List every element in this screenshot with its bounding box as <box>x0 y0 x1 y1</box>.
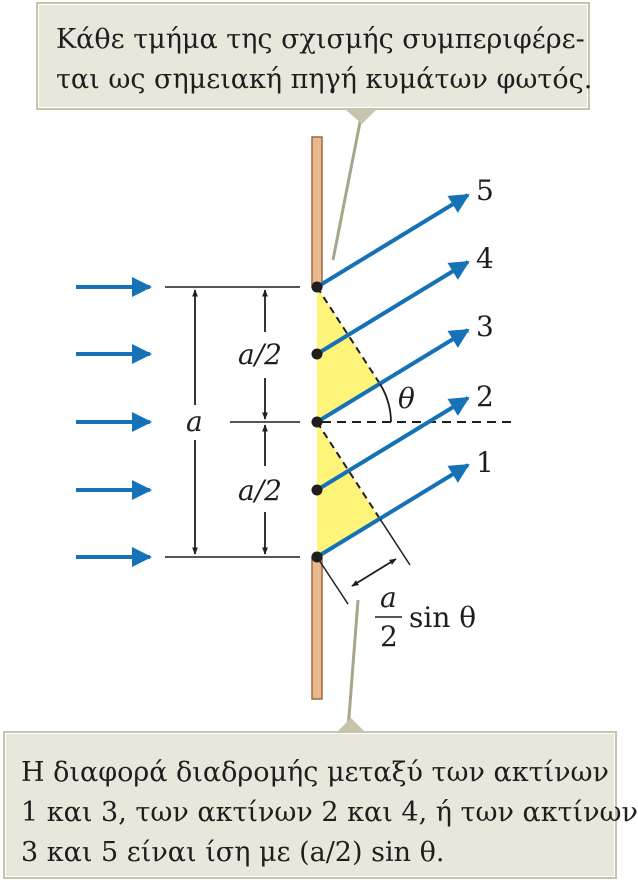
lower-path-triangle <box>317 422 380 557</box>
half-width-label-upper-text: a/2 <box>238 338 282 371</box>
path-diff-func-text: sin θ <box>409 601 476 634</box>
path-diff-numerator: a <box>380 581 397 614</box>
source-point-3 <box>311 416 323 428</box>
angle-label: θ <box>398 382 415 415</box>
bottom-callout-line-1: Η διαφορά διαδρομής μεταξύ των ακτίνων <box>21 757 609 788</box>
ray-label-4: 4 <box>476 242 494 275</box>
half-width-label-lower-text: a/2 <box>238 474 282 507</box>
source-point-5 <box>311 281 323 293</box>
ray-label-5: 5 <box>476 174 494 207</box>
top-callout-line-1: Κάθε τμήμα της σχισμής συμπεριφέρε- <box>56 24 585 55</box>
bottom-callout-tab <box>336 718 366 733</box>
ray-label-1: 1 <box>476 446 494 479</box>
top-callout-line-2: ται ως σημειακή πηγή κυμάτων φωτός. <box>56 64 593 95</box>
top-callout-pointer <box>331 111 364 261</box>
top-callout: Κάθε τμήμα της σχισμής συμπεριφέρε- ται … <box>36 2 593 110</box>
lower-wavefront-dashed <box>316 421 381 520</box>
source-point-4 <box>311 348 323 360</box>
slit-wall-lower <box>311 556 323 700</box>
half-width-label-lower: a/2 <box>238 474 282 507</box>
upper-wavefront-dashed <box>316 286 381 385</box>
half-width-label-upper: a/2 <box>238 338 282 371</box>
ray-5 <box>315 193 470 289</box>
ray-4 <box>315 260 470 356</box>
bottom-callout: Η διαφορά διαδρομής μεταξύ των ακτίνων 1… <box>3 731 638 879</box>
path-diff-denominator: 2 <box>380 620 398 653</box>
source-point-2 <box>311 484 323 496</box>
path-diff-func: sin θ <box>409 601 476 634</box>
path-diff-ext-upper <box>379 518 411 566</box>
ray-label-3: 3 <box>476 310 494 343</box>
bottom-callout-line-3: 3 και 5 είναι ίση με (a/2) sin θ. <box>21 837 445 868</box>
ray-2 <box>315 396 470 492</box>
path-diff-arrow <box>351 558 397 587</box>
ray-1 <box>315 463 470 559</box>
bottom-callout-line-2: 1 και 3, των ακτίνων 2 και 4, ή των ακτί… <box>21 797 638 828</box>
upper-path-triangle <box>317 287 380 422</box>
width-label: a <box>186 405 203 438</box>
path-diff-ext-lower <box>316 556 349 605</box>
top-callout-tab <box>346 110 376 124</box>
angle-arc <box>379 383 392 423</box>
bottom-callout-pointer <box>346 599 360 731</box>
ray-label-2: 2 <box>476 380 494 413</box>
ray-3 <box>315 328 470 424</box>
diffraction-diagram: 5 4 3 2 1 a a/2 a/2 θ a 2 sin θ <box>76 110 515 733</box>
slit-wall-upper <box>311 136 323 288</box>
